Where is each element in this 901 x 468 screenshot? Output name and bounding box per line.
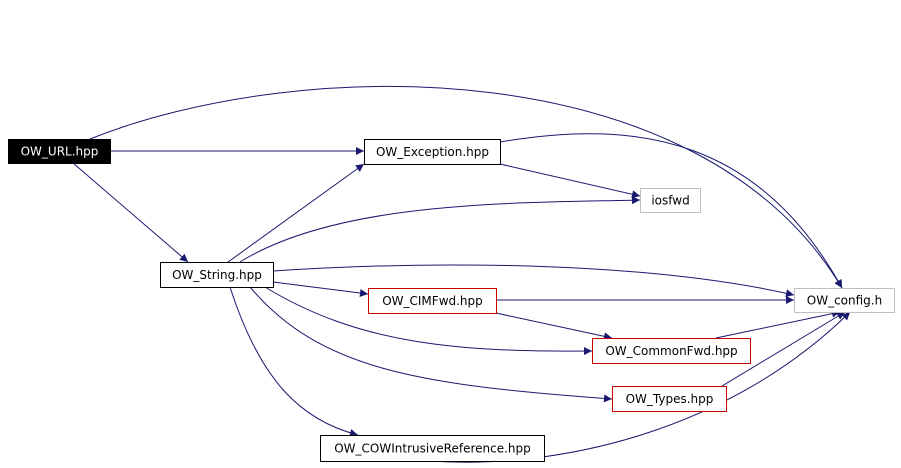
node-types[interactable]: OW_Types.hpp: [612, 386, 727, 412]
edge-cimfwd-to-common: [495, 312, 613, 341]
node-cow[interactable]: OW_COWIntrusiveReference.hpp: [320, 435, 545, 462]
node-common[interactable]: OW_CommonFwd.hpp: [592, 338, 751, 364]
edge-string-to-exc: [227, 163, 365, 263]
node-box: [320, 435, 545, 462]
edge-string-to-iosfwd: [239, 196, 641, 263]
edge-string-to-types: [249, 286, 613, 403]
node-iosfwd[interactable]: iosfwd: [640, 188, 701, 213]
edge-types-to-config: [721, 311, 846, 387]
node-label: OW_CIMFwd.hpp: [382, 294, 483, 308]
edge-string-to-cow: [229, 286, 359, 437]
node-exc[interactable]: OW_Exception.hpp: [364, 139, 501, 165]
node-box: [368, 288, 497, 314]
node-layer: OW_URL.hpp OW_Exception.hppiosfwdOW_Strin…: [8, 139, 895, 462]
node-string[interactable]: OW_String.hpp: [160, 262, 274, 288]
node-box: [640, 188, 701, 213]
node-url: OW_URL.hpp: [8, 139, 111, 164]
edge-string-to-cimfwd: [272, 281, 369, 297]
node-box: [364, 139, 501, 165]
node-config[interactable]: OW_config.h: [794, 288, 895, 313]
node-box: [592, 338, 751, 364]
node-box: [160, 262, 274, 288]
node-label: OW_URL.hpp: [21, 145, 99, 159]
edge-string-to-common: [264, 286, 593, 356]
edge-url-to-string: [72, 162, 189, 263]
node-label: OW_Exception.hpp: [376, 145, 489, 159]
node-cimfwd[interactable]: OW_CIMFwd.hpp: [368, 288, 497, 314]
node-label: OW_config.h: [807, 294, 882, 308]
node-box: [794, 288, 895, 313]
node-box: [8, 139, 111, 164]
edge-exc-to-config: [499, 133, 843, 289]
node-label: OW_COWIntrusiveReference.hpp: [334, 442, 531, 456]
edge-url-to-config: [89, 85, 843, 289]
node-label: iosfwd: [651, 194, 689, 208]
node-label: OW_CommonFwd.hpp: [605, 344, 737, 358]
edge-common-to-config: [715, 309, 841, 339]
edge-layer: [72, 85, 851, 463]
node-label: OW_String.hpp: [172, 268, 262, 282]
node-label: OW_Types.hpp: [626, 392, 714, 406]
edge-exc-to-iosfwd: [499, 163, 641, 199]
edge-string-to-config: [272, 264, 795, 298]
node-box: [612, 386, 727, 412]
